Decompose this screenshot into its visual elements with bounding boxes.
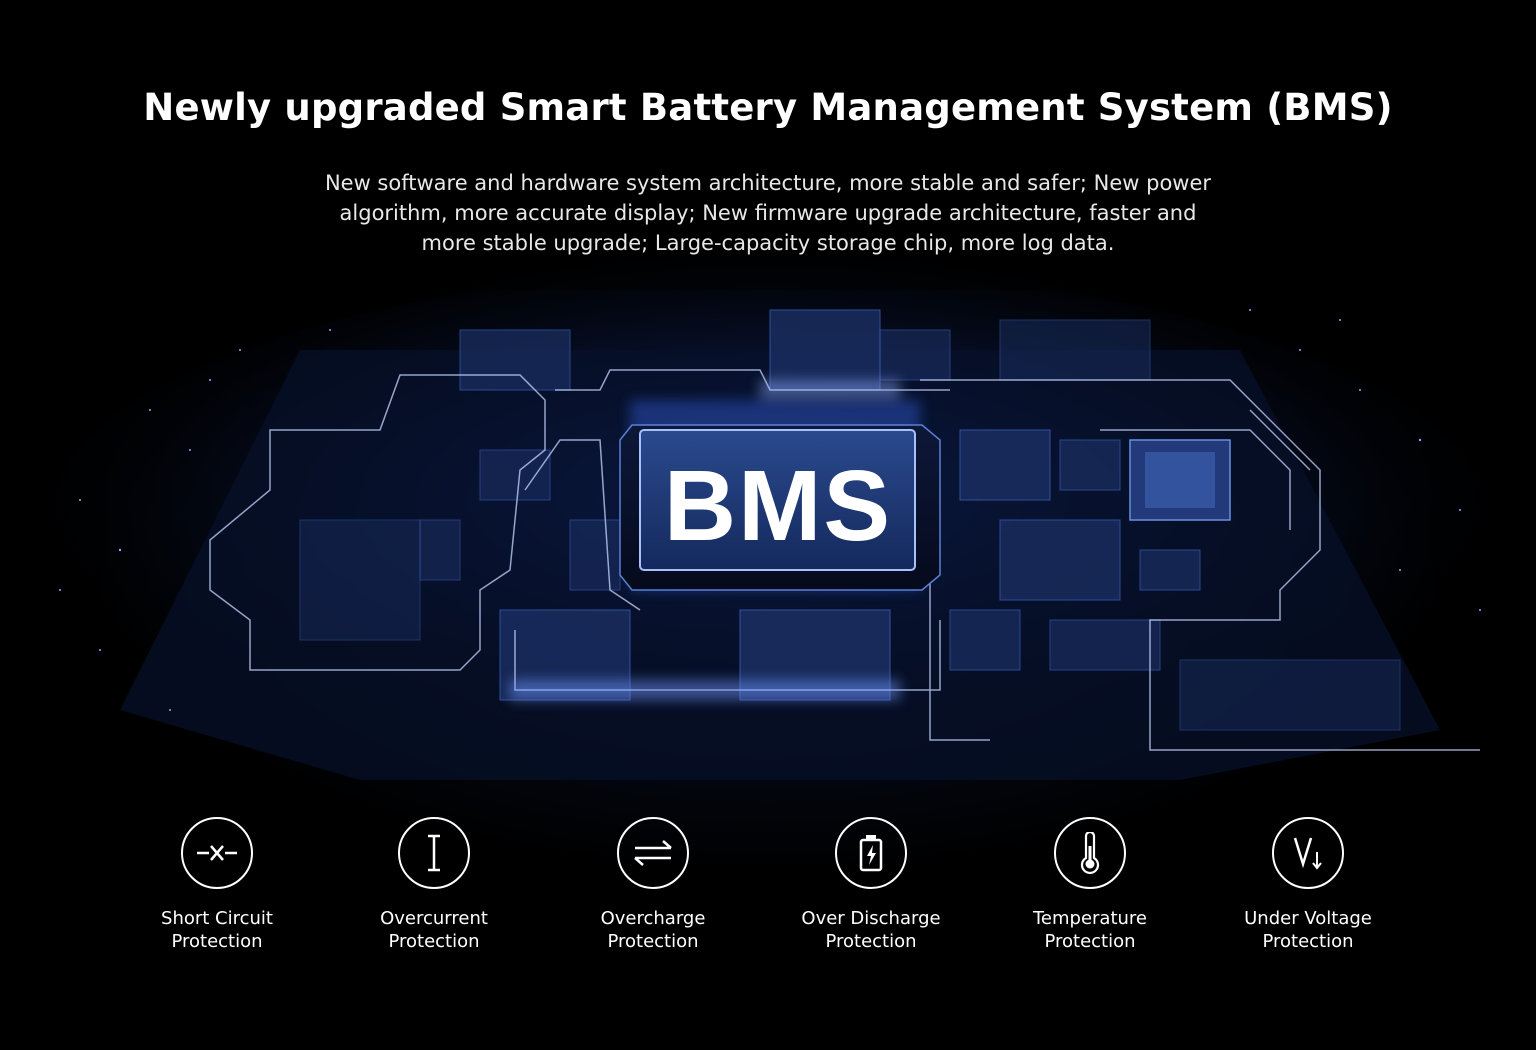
feature-label: Under Voltage Protection <box>1244 908 1372 952</box>
feature-short-circuit: Short Circuit Protection <box>107 815 327 953</box>
short-circuit-icon <box>181 817 253 889</box>
feature-over-discharge: Over Discharge Protection <box>761 815 981 953</box>
temperature-icon <box>1054 817 1126 889</box>
feature-overcharge: Overcharge Protection <box>543 815 763 953</box>
bms-chip: BMS <box>619 424 941 591</box>
particle-dust <box>59 309 1481 711</box>
board-components <box>299 309 1401 731</box>
feature-label: Short Circuit Protection <box>161 908 273 952</box>
overcurrent-icon <box>398 817 470 889</box>
feature-label: Over Discharge Protection <box>801 908 941 952</box>
description-line-2: algorithm, more accurate display; New fi… <box>339 201 1197 225</box>
feature-label: Overcharge Protection <box>600 908 706 952</box>
page-description: New software and hardware system archite… <box>318 168 1218 258</box>
overcharge-icon <box>617 817 689 889</box>
feature-label: Overcurrent Protection <box>380 908 488 952</box>
secondary-chip <box>1129 439 1231 521</box>
circuit-board-svg: BMS <box>48 290 1488 780</box>
feature-label: Temperature Protection <box>1032 908 1148 952</box>
page-title: Newly upgraded Smart Battery Management … <box>143 86 1393 129</box>
description-line-1: New software and hardware system archite… <box>324 171 1212 195</box>
description-line-3: more stable upgrade; Large-capacity stor… <box>421 231 1115 255</box>
bms-chip-label: BMS <box>664 450 892 562</box>
under-voltage-icon <box>1272 817 1344 889</box>
protection-features: Short Circuit Protection Overcurrent Pro… <box>0 815 1536 975</box>
feature-temperature: Temperature Protection <box>980 815 1200 953</box>
feature-under-voltage: Under Voltage Protection <box>1198 815 1418 953</box>
over-discharge-icon <box>835 817 907 889</box>
circuit-board-illustration: BMS <box>0 290 1536 790</box>
feature-overcurrent: Overcurrent Protection <box>324 815 544 953</box>
